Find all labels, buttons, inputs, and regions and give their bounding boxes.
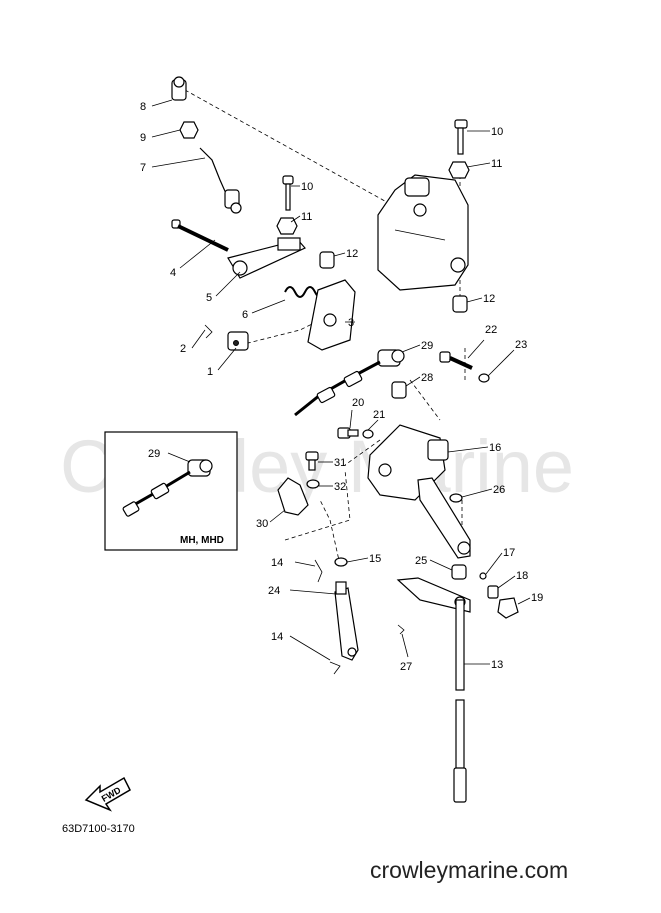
- washer-17: [479, 572, 487, 580]
- callout-14a: 14: [271, 557, 283, 569]
- bushing-12b: [452, 295, 468, 313]
- callout-22: 22: [485, 324, 497, 336]
- diagram-code: 63D7100-3170: [62, 823, 135, 835]
- callout-31: 31: [334, 457, 346, 469]
- carburetor-body: [377, 174, 469, 291]
- callout-32: 32: [334, 481, 346, 493]
- callout-14b: 14: [271, 631, 283, 643]
- callout-29: 29: [421, 340, 433, 352]
- callout-18: 18: [516, 570, 528, 582]
- callout-leaders: [151, 99, 531, 665]
- callout-16: 16: [489, 442, 501, 454]
- clamp-1: [227, 331, 249, 351]
- callout-2: 2: [180, 343, 186, 355]
- shift-arm: [417, 477, 471, 559]
- footer-url: crowleymarine.com: [370, 857, 568, 883]
- washer-21: [362, 429, 374, 439]
- washer-32: [306, 479, 320, 489]
- cable-end-29: [377, 349, 405, 367]
- callout-12a: 12: [346, 248, 358, 260]
- callout-17: 17: [503, 547, 515, 559]
- callout-6: 6: [242, 309, 248, 321]
- throttle-rod-7: [199, 147, 242, 214]
- collar-25: [451, 564, 467, 580]
- lever-5: [227, 237, 306, 279]
- plate-30: [277, 477, 309, 516]
- callout-12b: 12: [483, 293, 495, 305]
- bolt-10b: [454, 119, 468, 155]
- callout-28: 28: [421, 372, 433, 384]
- callout-29-inset: 29: [148, 448, 160, 460]
- bolt-20: [337, 427, 359, 439]
- lever-24: [334, 581, 359, 661]
- pin-2: [204, 324, 213, 339]
- clip-14b: [329, 661, 341, 675]
- washer-23: [478, 373, 490, 383]
- cap-19: [497, 597, 519, 619]
- inset-label: MH, MHD: [180, 535, 224, 546]
- callout-19: 19: [531, 592, 543, 604]
- callout-11a: 11: [301, 211, 312, 223]
- callout-20: 20: [352, 397, 364, 409]
- bolt-4: [171, 219, 229, 252]
- callout-1: 1: [207, 366, 213, 378]
- bolt-10a: [282, 175, 294, 211]
- washer-15: [334, 557, 348, 567]
- callout-25: 25: [415, 555, 427, 567]
- callout-15: 15: [369, 553, 381, 565]
- callout-24: 24: [268, 585, 280, 597]
- callout-30: 30: [256, 518, 268, 530]
- plate-3: [307, 279, 356, 351]
- callout-5: 5: [206, 292, 212, 304]
- callout-13: 13: [491, 659, 503, 671]
- callout-10a: 10: [301, 181, 313, 193]
- callout-27: 27: [400, 661, 412, 673]
- bushing-12a: [319, 251, 335, 269]
- callout-10b: 10: [491, 126, 503, 138]
- pin-27: [397, 624, 405, 635]
- bolt-22: [439, 351, 473, 370]
- callout-8: 8: [140, 101, 146, 113]
- guide-lines: [184, 89, 470, 601]
- washer-26: [449, 493, 463, 503]
- throttle-cable: [294, 360, 381, 417]
- callout-3: 3: [348, 317, 354, 329]
- callout-numbers: 8 9 7 10 11 10 11 12 12 4 5 6 3 2 1 29 2…: [140, 101, 543, 673]
- callout-4: 4: [170, 267, 176, 279]
- clip-14a: [314, 559, 323, 583]
- callout-7: 7: [140, 162, 146, 174]
- callout-21: 21: [373, 409, 385, 421]
- nut-11a: [276, 217, 298, 235]
- throttle-link-8: [171, 76, 187, 101]
- nut-11b: [448, 161, 470, 179]
- nut-9: [179, 121, 199, 139]
- callout-9: 9: [140, 132, 146, 144]
- callout-11b: 11: [491, 158, 502, 170]
- callout-23: 23: [515, 339, 527, 351]
- shift-rod-13: [453, 599, 467, 803]
- fwd-arrow-icon: FWD: [84, 776, 131, 812]
- collar-28: [391, 381, 407, 399]
- bolt-31: [305, 451, 319, 471]
- callout-26: 26: [493, 484, 505, 496]
- inset-box: 29 MH, MHD: [104, 431, 238, 551]
- bolt-18: [487, 585, 499, 599]
